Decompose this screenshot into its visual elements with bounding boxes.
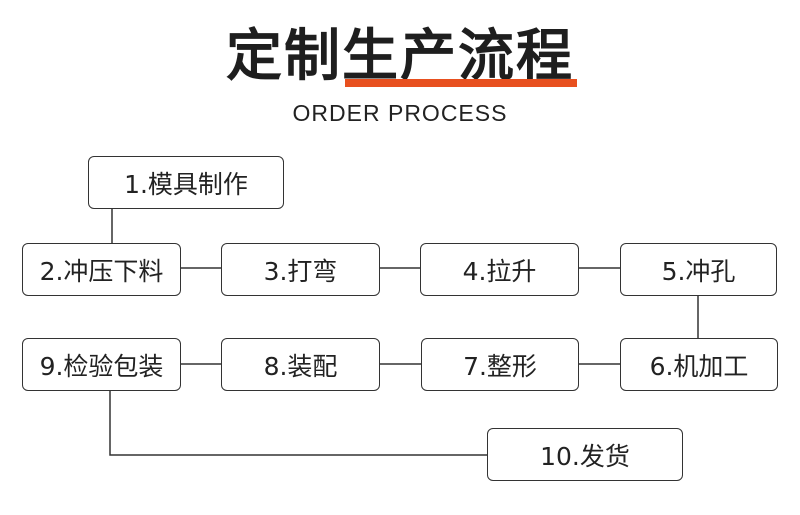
- step-label: 2.冲压下料: [39, 256, 164, 286]
- step-5-punching: 5.冲孔: [620, 243, 777, 296]
- step-label: 5.冲孔: [661, 256, 736, 286]
- step-10-shipping: 10.发货: [487, 428, 683, 481]
- step-3-bending: 3.打弯: [221, 243, 380, 296]
- step-label: 3.打弯: [263, 256, 338, 286]
- page-subtitle: ORDER PROCESS: [292, 100, 508, 126]
- step-label: 7.整形: [463, 351, 537, 381]
- step-8-assembly: 8.装配: [221, 338, 380, 391]
- step-label: 8.装配: [263, 351, 338, 381]
- step-4-drawing: 4.拉升: [420, 243, 579, 296]
- page-title: 定制生产流程: [226, 24, 574, 89]
- step-label: 1.模具制作: [124, 169, 248, 199]
- step-2-stamping-blanking: 2.冲压下料: [22, 243, 181, 296]
- title-accent-bar: [345, 79, 577, 87]
- step-9-inspection-packing: 9.检验包装: [22, 338, 181, 391]
- step-1-mold-making: 1.模具制作: [88, 156, 284, 209]
- step-6-machining: 6.机加工: [620, 338, 778, 391]
- step-label: 9.检验包装: [39, 351, 164, 381]
- step-7-shaping: 7.整形: [421, 338, 579, 391]
- connector-9-10: [109, 391, 487, 456]
- step-label: 4.拉升: [462, 256, 537, 286]
- step-label: 6.机加工: [649, 351, 749, 381]
- step-label: 10.发货: [540, 441, 630, 471]
